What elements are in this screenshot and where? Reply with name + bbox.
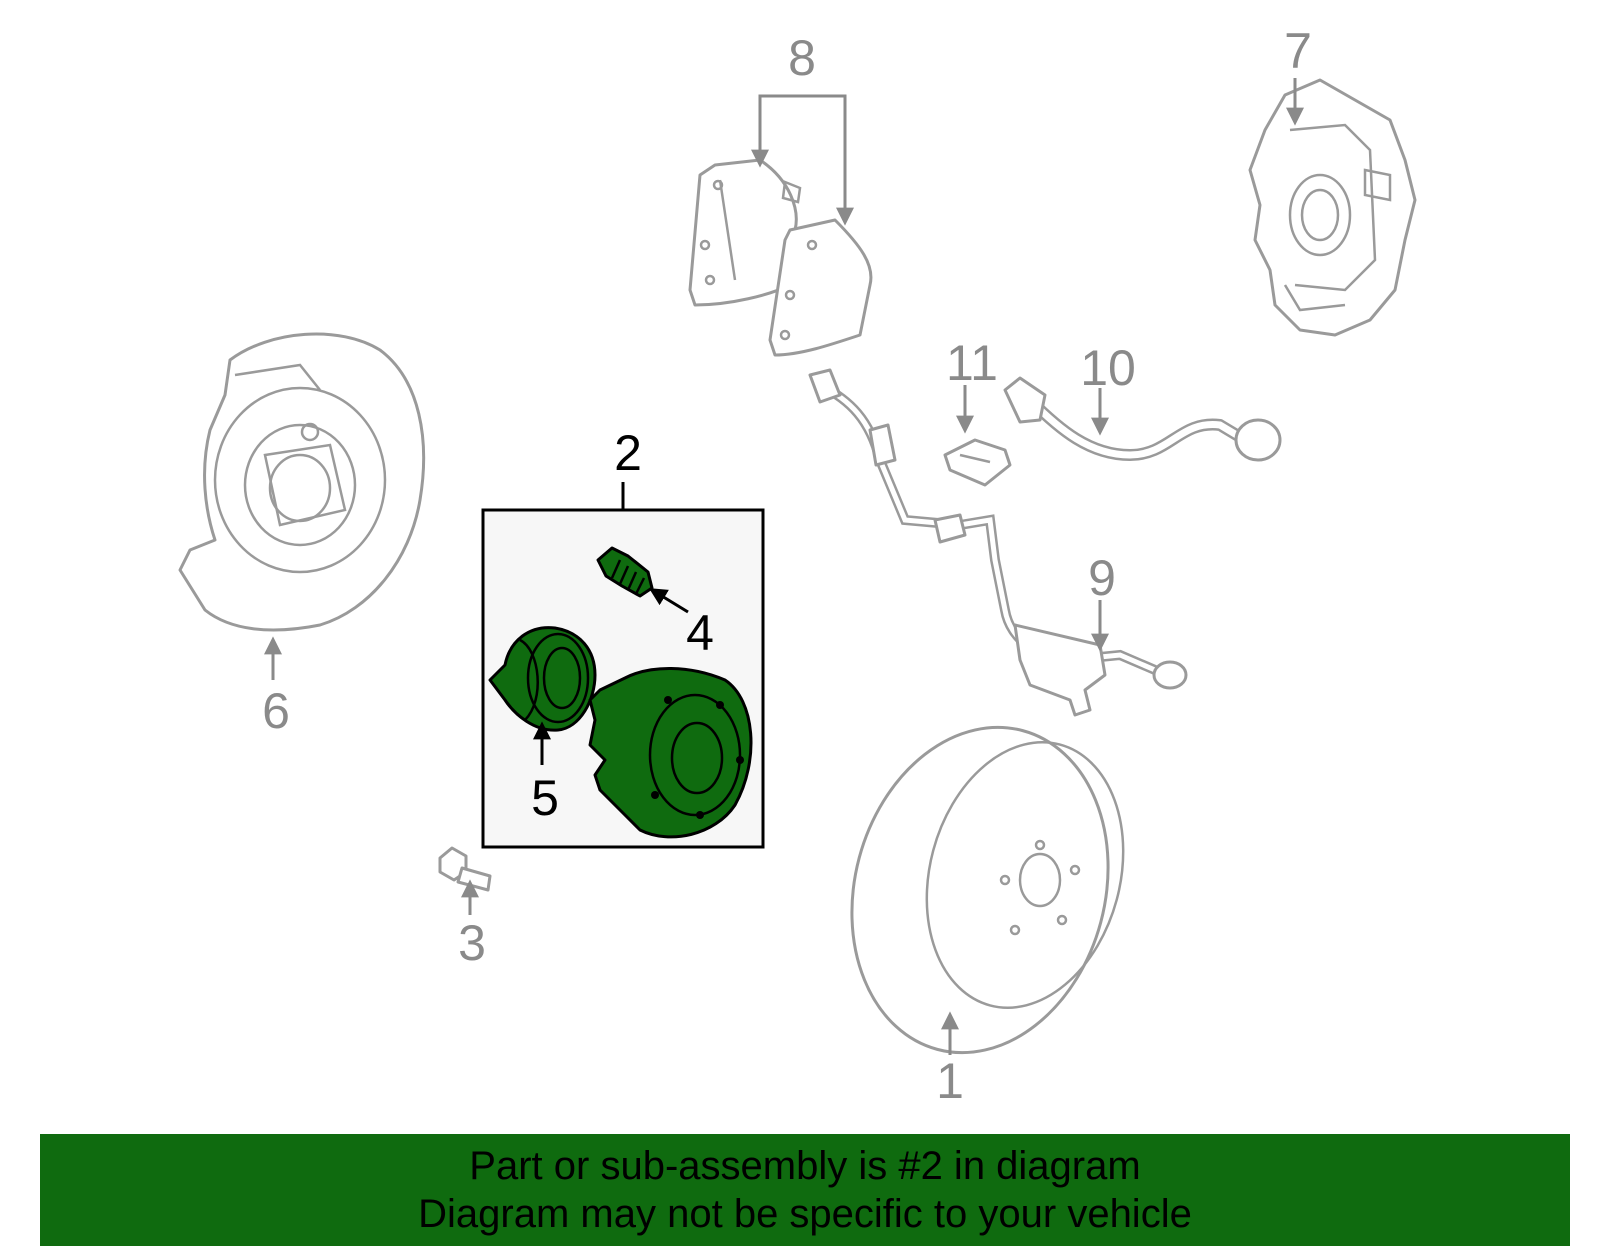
- callout-10: 10: [1080, 340, 1136, 396]
- banner-line-2: Diagram may not be specific to your vehi…: [418, 1192, 1192, 1236]
- part-3-bolt[interactable]: [438, 846, 492, 892]
- leader-lines: [264, 78, 1304, 1055]
- callout-5: 5: [531, 770, 559, 826]
- part-11-clip[interactable]: [943, 438, 1012, 487]
- part-6-backing-plate[interactable]: [178, 332, 426, 632]
- callout-1: 1: [936, 1053, 964, 1109]
- part-9-abs-sensor-wire[interactable]: [808, 368, 1188, 717]
- banner-line-1: Part or sub-assembly is #2 in diagram: [469, 1144, 1141, 1188]
- callout-7: 7: [1284, 23, 1312, 79]
- callout-11: 11: [946, 335, 998, 391]
- callout-8: 8: [788, 30, 816, 86]
- part-8-brake-pads[interactable]: [688, 158, 873, 357]
- callout-2: 2: [614, 425, 642, 481]
- info-banner: Part or sub-assembly is #2 in diagram Di…: [40, 1134, 1570, 1246]
- part-4-wheel-stud[interactable]: [596, 546, 654, 598]
- part-2-hub-assembly-box[interactable]: [481, 508, 765, 849]
- callout-9: 9: [1088, 550, 1116, 606]
- part-7-caliper[interactable]: [1248, 78, 1417, 337]
- part-10-brake-hose[interactable]: [1003, 376, 1282, 462]
- hub-flange[interactable]: [588, 667, 753, 839]
- callout-3: 3: [458, 915, 486, 971]
- part-1-brake-rotor[interactable]: [817, 698, 1152, 1081]
- callout-6: 6: [262, 683, 290, 739]
- callout-4: 4: [686, 605, 714, 661]
